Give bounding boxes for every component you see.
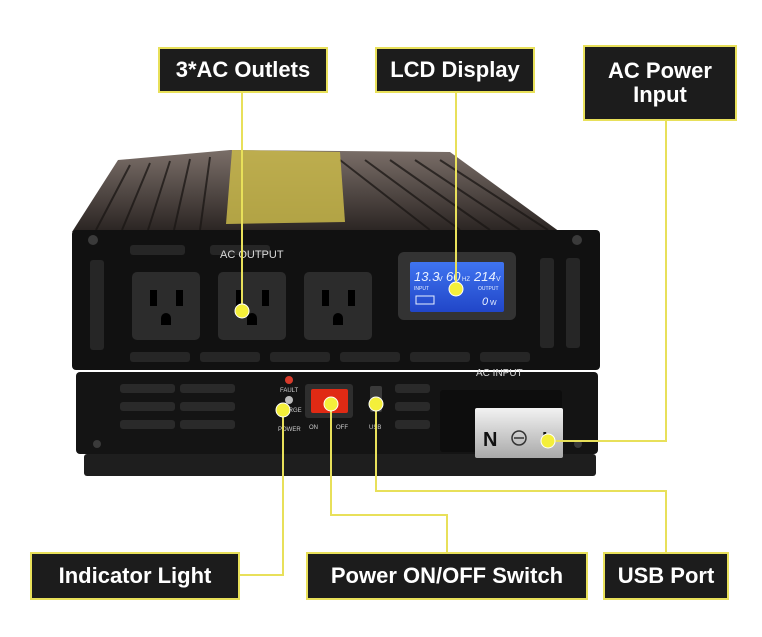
ac-power-input-callout-text: AC Power Input <box>608 58 712 107</box>
ac-outlet[interactable] <box>304 272 372 340</box>
indicator-light-callout-text: Indicator Light <box>58 563 212 588</box>
yellow-label <box>226 150 345 224</box>
ac-outlets-callout: 3*AC Outlets <box>158 47 328 93</box>
lcd-input-unit: V <box>438 276 443 283</box>
vent-slots <box>90 245 580 362</box>
fault-led <box>285 376 293 384</box>
lcd-watts: 0 <box>482 296 489 308</box>
ac-outlet[interactable] <box>218 272 286 340</box>
lcd-display-callout: LCD Display <box>375 47 535 93</box>
lcd-input-voltage: 13.3 <box>414 269 440 284</box>
battery-icon <box>415 295 435 305</box>
neutral-terminal-label: N <box>483 429 497 451</box>
lcd-output-voltage: 214 <box>473 269 496 284</box>
indicator-light-callout: Indicator Light <box>30 552 240 600</box>
screw <box>572 235 582 245</box>
lcd-output-unit: V <box>496 276 501 283</box>
lower-vent-slots <box>120 384 430 429</box>
screw <box>93 440 101 448</box>
charge-led <box>285 396 293 404</box>
ac-output-label: AC OUTPUT <box>220 249 284 261</box>
lcd-frequency-unit: HZ <box>462 277 470 283</box>
cooling-fins <box>95 156 549 231</box>
power-label: POWER <box>278 427 301 433</box>
power-switch-callout: Power ON/OFF Switch <box>306 552 588 600</box>
usb-port-callout-text: USB Port <box>617 563 715 588</box>
ac-outlets-callout-text: 3*AC Outlets <box>175 57 311 82</box>
lcd-display-callout-text: LCD Display <box>390 57 520 82</box>
lcd-watts-unit: W <box>490 300 497 307</box>
ac-input-label: AC INPUT <box>476 368 523 379</box>
lcd-input-label: INPUT <box>414 286 429 292</box>
lcd-frequency: 60 <box>446 269 461 284</box>
terminal-block[interactable] <box>475 408 563 458</box>
base-plate <box>84 454 596 476</box>
leader-lines <box>240 93 667 576</box>
ground-icon <box>511 430 527 446</box>
usb-port-callout: USB Port <box>603 552 729 600</box>
fault-label: FAULT <box>280 388 299 394</box>
lcd-output-label: OUTPUT <box>478 286 499 292</box>
power-switch-callout-text: Power ON/OFF Switch <box>330 563 564 588</box>
ac-power-input-callout: AC Power Input <box>583 45 737 121</box>
screw <box>88 235 98 245</box>
switch-on-label: ON <box>309 425 318 431</box>
switch-off-label: OFF <box>336 425 348 431</box>
hotspot-markers <box>234 281 556 449</box>
ac-outlet[interactable] <box>132 272 200 340</box>
